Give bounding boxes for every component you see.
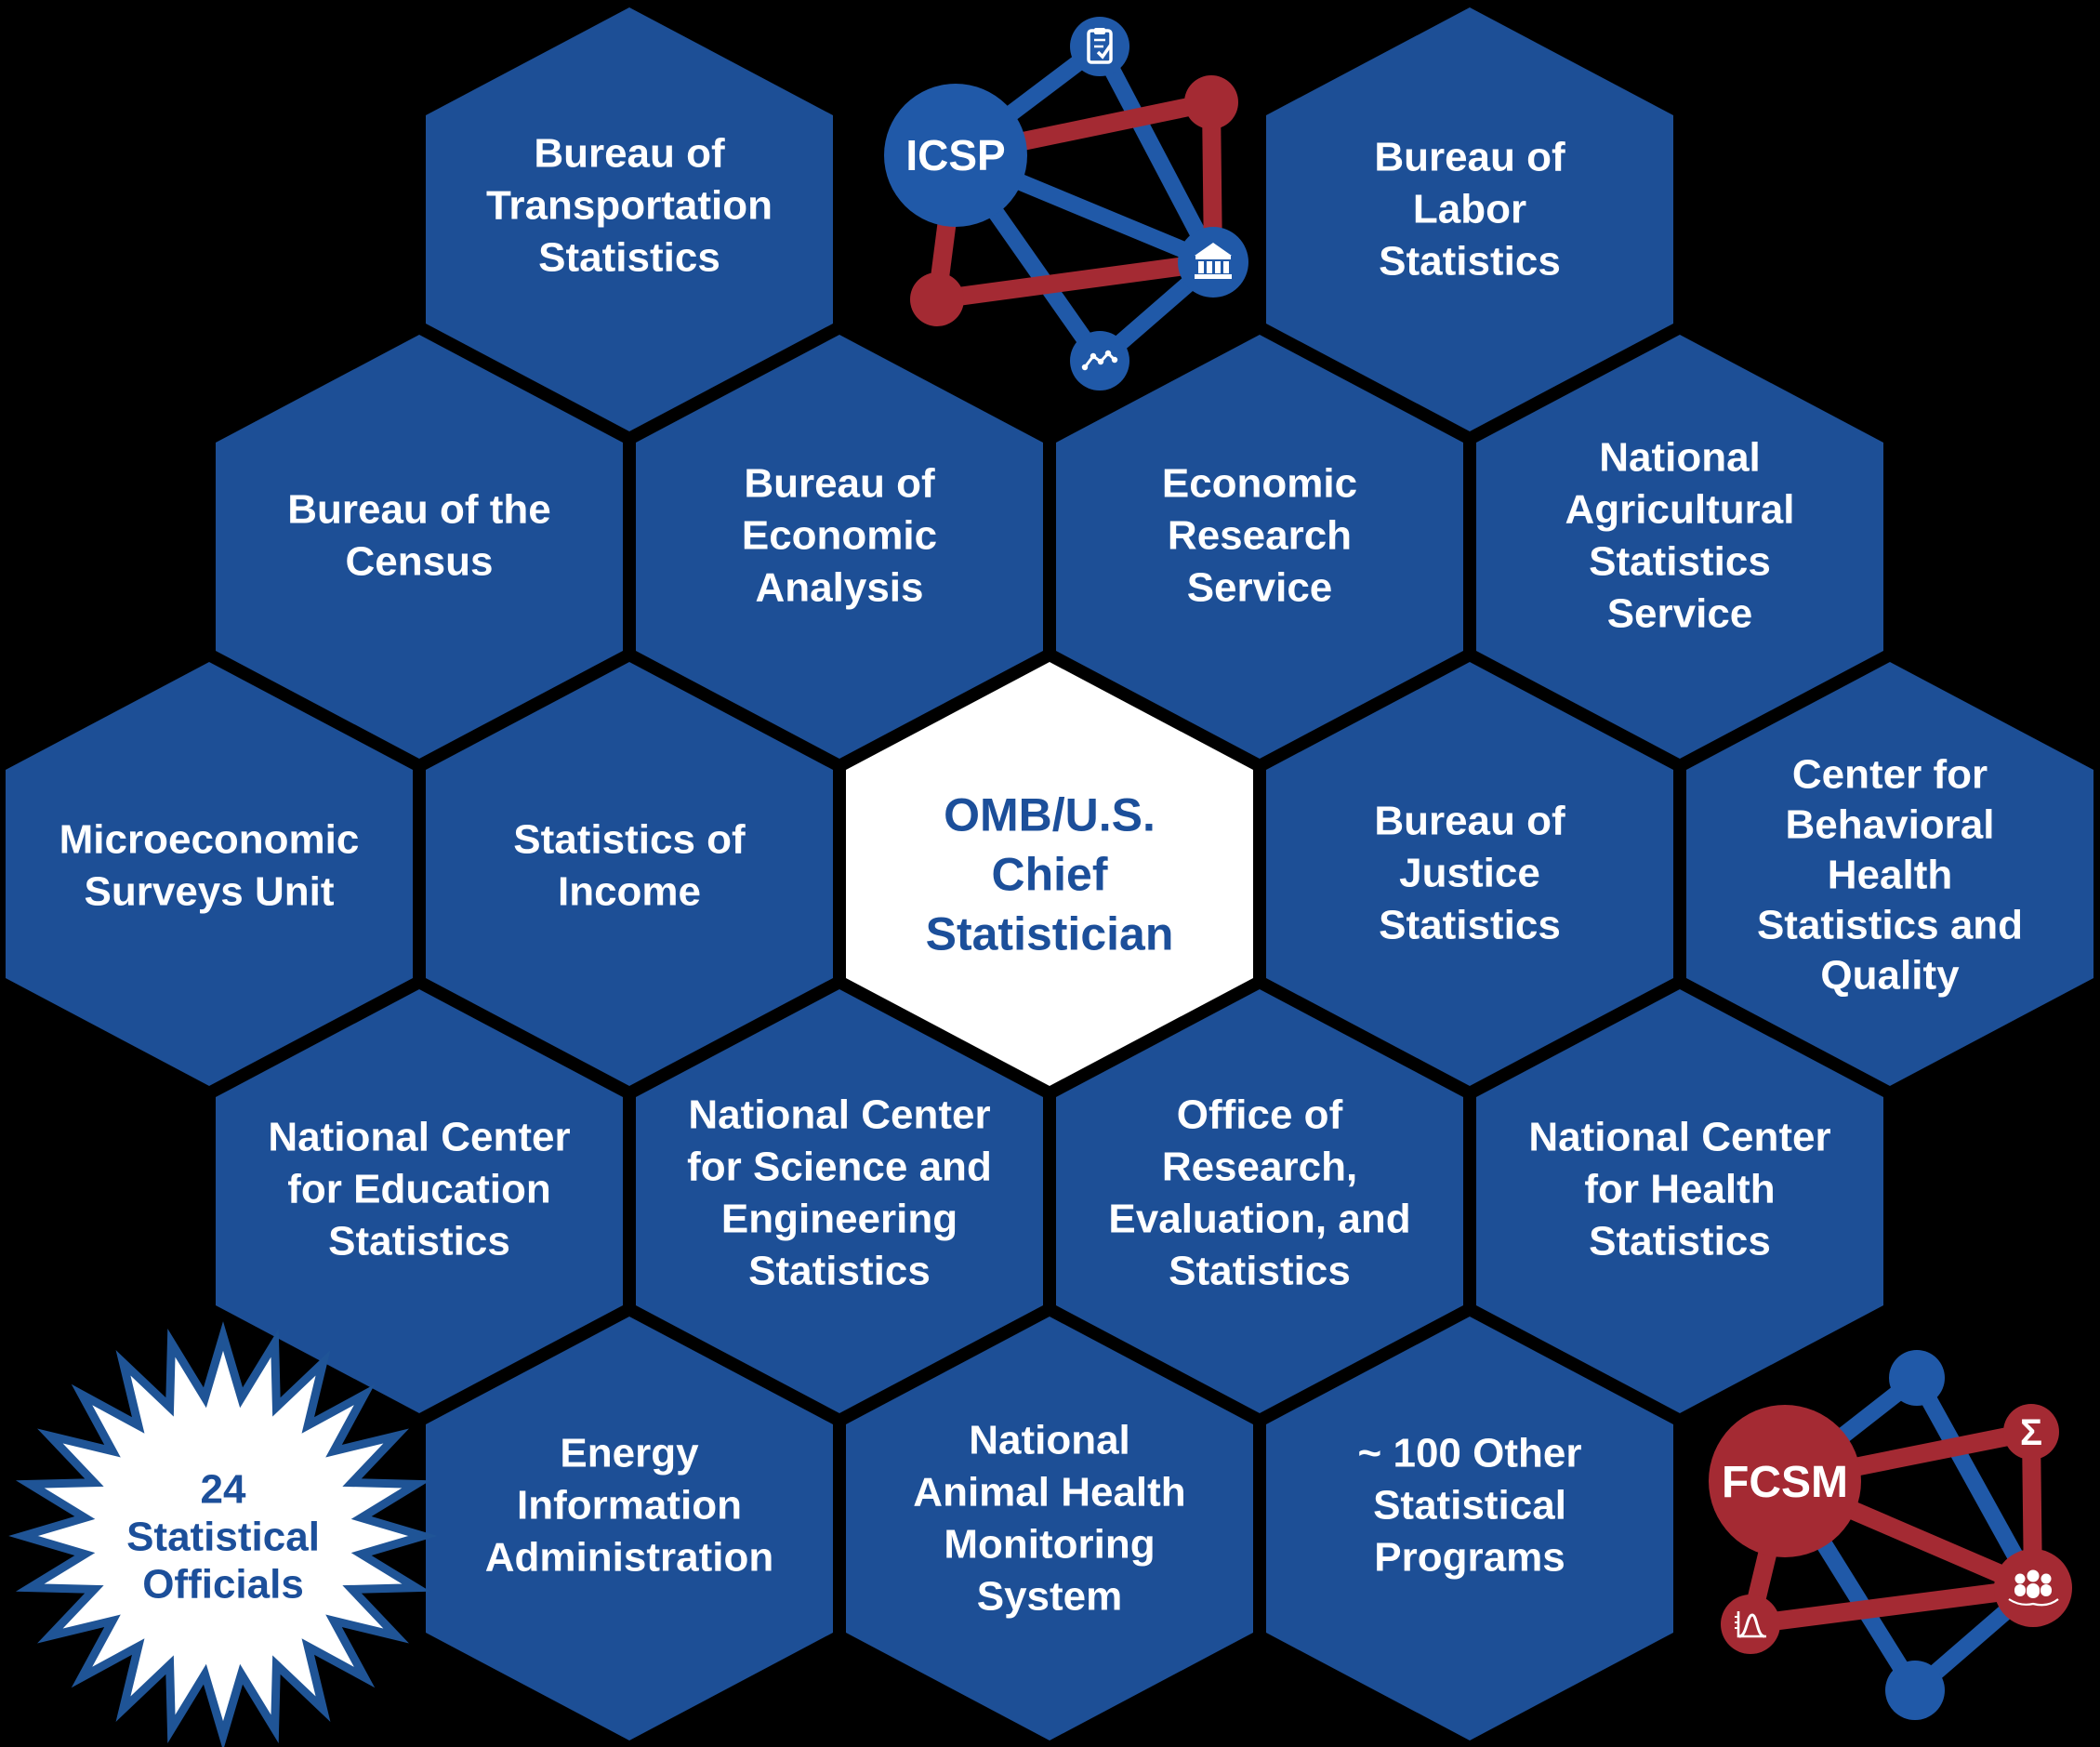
hexagon-shape xyxy=(1266,662,1673,1086)
icsp-edge xyxy=(1092,42,1221,267)
icsp-red-node xyxy=(1184,75,1238,129)
fcsm-sigma-node xyxy=(2003,1404,2059,1460)
hexagon-shape xyxy=(1056,335,1463,759)
clipboard-icon xyxy=(1087,28,1113,64)
fcsm-blue-node xyxy=(1885,1661,1945,1720)
hexagon-shape xyxy=(636,989,1043,1413)
population-map-icon xyxy=(2008,1569,2059,1607)
hexagon-shape xyxy=(846,1317,1253,1740)
government-building-icon xyxy=(1195,243,1232,279)
icsp-main-node xyxy=(884,84,1027,227)
hexagon-shape xyxy=(426,662,833,1086)
icsp-edge xyxy=(935,253,1215,309)
fcsm-edge xyxy=(1909,1373,2041,1593)
fcsm-curve-node xyxy=(1721,1595,1780,1654)
fcsm-logo: FCSM Σ xyxy=(1709,1350,2072,1720)
hexagon-shape xyxy=(1476,989,1883,1413)
hexagon-shape xyxy=(1266,1317,1673,1740)
hexagon-shape xyxy=(426,7,833,431)
icsp-label: ICSP xyxy=(905,131,1005,179)
hexagon-shape xyxy=(636,335,1043,759)
fcsm-blue-node xyxy=(1889,1350,1945,1406)
starburst-shape xyxy=(8,1321,438,1747)
icsp-red-node xyxy=(910,272,964,326)
hexagon-shape xyxy=(216,335,623,759)
hexagon-shape xyxy=(6,662,413,1086)
fcsm-label: FCSM xyxy=(1722,1458,1848,1507)
hexagon-shape xyxy=(1266,7,1673,431)
hexagon-shape xyxy=(1686,662,2093,1086)
hexagon-shape xyxy=(216,989,623,1413)
line-chart-icon xyxy=(1081,350,1118,371)
fcsm-main-node xyxy=(1709,1405,1861,1557)
icsp-logo: ICSP xyxy=(884,17,1248,390)
bell-curve-icon xyxy=(1735,1611,1766,1638)
hexagon-shape xyxy=(1476,335,1883,759)
icsp-building-node xyxy=(1178,227,1248,298)
hexagon-shape xyxy=(846,662,1253,1086)
hexagon-shape xyxy=(426,1317,833,1740)
hexagon-shape xyxy=(1056,989,1463,1413)
sigma-icon: Σ xyxy=(2020,1412,2042,1453)
fcsm-edge xyxy=(1749,1579,2035,1634)
